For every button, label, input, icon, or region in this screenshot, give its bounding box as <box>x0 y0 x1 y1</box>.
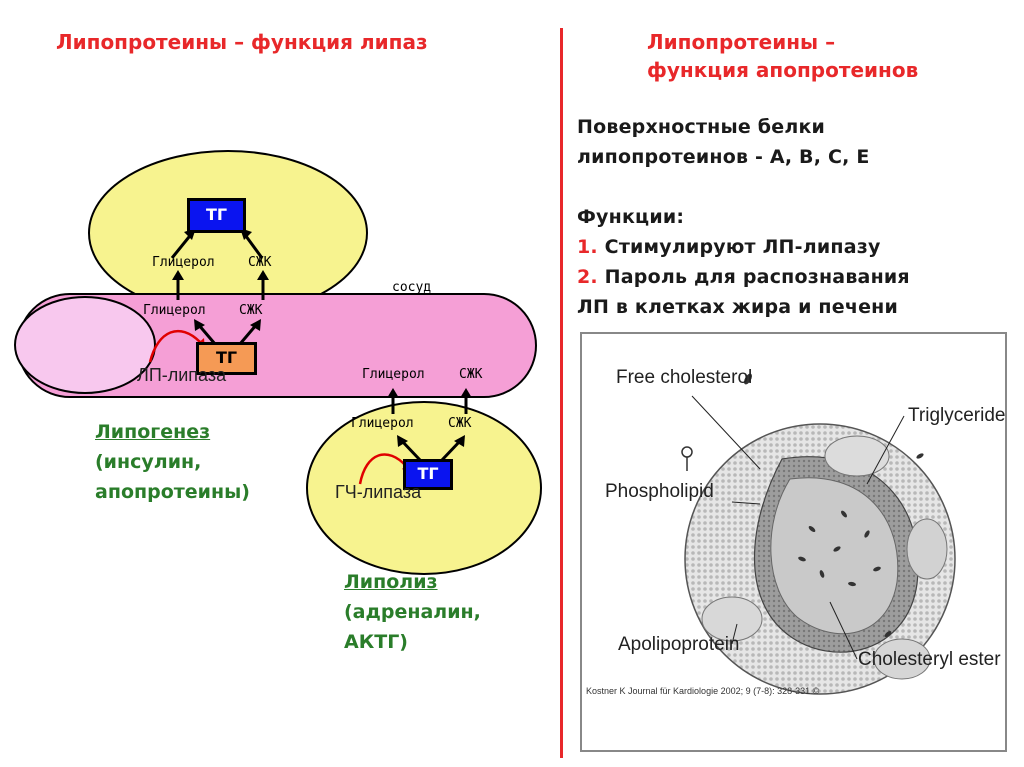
left-title: Липопротеины – функция липаз <box>56 30 428 54</box>
adipocyte-cell <box>88 150 368 316</box>
surface-proteins-text: Поверхностные белки липопротеинов - А, В… <box>577 112 870 172</box>
glycerol-label-top: Глицерол <box>152 255 215 270</box>
lipolysis-block: Липолиз (адреналин, АКТГ) <box>344 567 481 657</box>
lipolysis-line3: АКТГ) <box>344 631 408 653</box>
ffa-label-outside: СЖК <box>459 367 483 382</box>
ffa-label-top: СЖК <box>248 255 272 270</box>
function-item-1: 1. Стимулируют ЛП-липазу <box>577 232 910 262</box>
lipolysis-title: Липолиз <box>344 571 438 593</box>
tg-box-hepatocyte: ТГ <box>403 459 453 490</box>
lipolysis-line2: (адреналин, <box>344 601 481 623</box>
function-item-2: 2. Пароль для распознавания <box>577 262 910 292</box>
phospholipid-label: Phospholipid <box>605 481 714 502</box>
lipoprotein-structure-image <box>681 373 956 695</box>
free-cholesterol-label: Free cholesterol <box>616 367 753 388</box>
hsl-label: ГЧ-липаза <box>335 482 422 502</box>
ffa-label-vessel: СЖК <box>239 303 263 318</box>
lipase-diagram <box>14 150 542 575</box>
tg-box-adipocyte: ТГ <box>187 198 246 233</box>
function-cont: ЛП в клетках жира и печени <box>577 296 899 318</box>
glycerol-label-bottom: Глицерол <box>351 416 414 431</box>
lipoprotein-particle <box>14 296 156 394</box>
function-num-2: 2. <box>577 266 598 288</box>
function-text-1: Стимулируют ЛП-липазу <box>604 236 881 258</box>
glycerol-label-vessel: Глицерол <box>143 303 206 318</box>
vessel-label: сосуд <box>392 280 432 295</box>
surface-line1: Поверхностные белки <box>577 116 826 138</box>
functions-heading: Функции: <box>577 206 685 228</box>
function-text-2: Пароль для распознавания <box>604 266 910 288</box>
lp-lipase-label: ЛП-липаза <box>137 365 227 385</box>
cholesteryl-ester-label: Cholesteryl ester <box>858 649 1001 670</box>
lipogenesis-line2: (инсулин, <box>95 451 202 473</box>
figure-citation: Kostner K Journal für Kardiologie 2002; … <box>586 686 820 696</box>
right-title: Липопротеины – функция апопротеинов <box>647 28 918 84</box>
glycerol-label-outside: Глицерол <box>362 367 425 382</box>
functions-block: Функции: 1. Стимулируют ЛП-липазу 2. Пар… <box>577 202 910 322</box>
tg-box-lipoprotein: ТГ <box>196 342 257 375</box>
right-title-line1: Липопротеины – <box>647 30 836 54</box>
lipogenesis-line3: апопротеины) <box>95 481 250 503</box>
surface-line2: липопротеинов - А, В, С, Е <box>577 146 870 168</box>
apolipoprotein-label: Apolipoprotein <box>618 634 740 655</box>
divider-line <box>560 28 563 758</box>
triglyceride-label: Triglyceride <box>908 405 1006 426</box>
function-num-1: 1. <box>577 236 598 258</box>
lipogenesis-block: Липогенез (инсулин, апопротеины) <box>95 417 250 507</box>
ffa-label-bottom: СЖК <box>448 416 472 431</box>
lipogenesis-title: Липогенез <box>95 421 211 443</box>
lipoprotein-figure-frame: Free cholesterol Triglyceride Phospholip… <box>580 332 1007 752</box>
right-title-line2: функция апопротеинов <box>647 58 919 82</box>
